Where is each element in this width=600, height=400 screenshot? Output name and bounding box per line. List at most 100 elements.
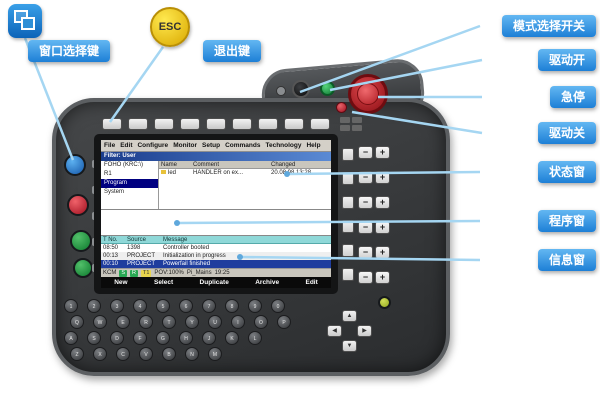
col-changed[interactable]: Changed xyxy=(271,162,296,168)
keyboard-key-y[interactable]: Y xyxy=(185,315,199,329)
jog-plus-key-5[interactable]: + xyxy=(375,246,390,259)
mode-selector-switch[interactable] xyxy=(292,80,310,98)
keyboard-key-s[interactable]: S xyxy=(87,331,101,345)
jog-minus-key-2[interactable]: − xyxy=(358,171,373,184)
message-row-selected[interactable]: 00:10 PROJECT Powerfail finished xyxy=(101,260,331,268)
jog-plus-key-2[interactable]: + xyxy=(375,171,390,184)
jog-minus-key-4[interactable]: − xyxy=(358,221,373,234)
start-key[interactable] xyxy=(70,230,92,252)
keyboard-key-1[interactable]: 1 xyxy=(64,299,78,313)
jog-minus-key-1[interactable]: − xyxy=(358,146,373,159)
keyboard-key-8[interactable]: 8 xyxy=(225,299,239,313)
aux-key-1[interactable] xyxy=(340,117,350,123)
keyboard-key-6[interactable]: 6 xyxy=(179,299,193,313)
arrow-down-key[interactable]: ▼ xyxy=(342,340,357,352)
menu-file[interactable]: File xyxy=(104,142,116,149)
menu-key-7[interactable] xyxy=(258,118,278,130)
start-backward-key[interactable] xyxy=(73,258,93,278)
aux-key-2[interactable] xyxy=(352,117,362,123)
softkey-edit[interactable]: Edit xyxy=(305,279,318,286)
keyboard-key-3[interactable]: 3 xyxy=(110,299,124,313)
col-comment[interactable]: Comment xyxy=(193,162,220,168)
keyboard-key-e[interactable]: E xyxy=(116,315,130,329)
keyboard-key-2[interactable]: 2 xyxy=(87,299,101,313)
space-mouse-button[interactable] xyxy=(378,296,391,309)
jog-minus-key-3[interactable]: − xyxy=(358,196,373,209)
menu-configure[interactable]: Configure xyxy=(137,142,169,149)
keyboard-key-w[interactable]: W xyxy=(93,315,107,329)
keyboard-key-h[interactable]: H xyxy=(179,331,193,345)
menu-commands[interactable]: Commands xyxy=(225,142,261,149)
tree-item-r1[interactable]: R1 xyxy=(104,171,112,177)
keyboard-key-a[interactable]: A xyxy=(64,331,78,345)
keyboard-key-p[interactable]: P xyxy=(277,315,291,329)
keyboard-key-f[interactable]: F xyxy=(133,331,147,345)
keyboard-key-b[interactable]: B xyxy=(162,347,176,361)
menu-technology[interactable]: Technology xyxy=(265,142,302,149)
softkey-archive[interactable]: Archive xyxy=(255,279,280,286)
keyboard-key-r[interactable]: R xyxy=(139,315,153,329)
menu-key-5[interactable] xyxy=(206,118,226,130)
keyboard-key-9[interactable]: 9 xyxy=(248,299,262,313)
file-row[interactable]: led HANDLER on ex... 20.08.98 13:28 xyxy=(159,169,331,177)
screen-softkey-right-6[interactable] xyxy=(342,268,354,281)
keyboard-key-z[interactable]: Z xyxy=(70,347,84,361)
aux-key-3[interactable] xyxy=(340,125,350,131)
arrow-right-key[interactable]: ▶ xyxy=(357,325,372,337)
col-name[interactable]: Name xyxy=(161,162,178,168)
keyboard-key-v[interactable]: V xyxy=(139,347,153,361)
screen-softkey-right-2[interactable] xyxy=(342,172,354,185)
message-row[interactable]: 00:13 PROJECT Initialization in progress xyxy=(101,252,331,260)
message-row[interactable]: 08:50 1398 Controller booted xyxy=(101,244,331,252)
menu-help[interactable]: Help xyxy=(306,142,321,149)
keyboard-key-4[interactable]: 4 xyxy=(133,299,147,313)
stop-key[interactable] xyxy=(67,194,89,216)
keyboard-key-q[interactable]: Q xyxy=(70,315,84,329)
jog-plus-key-6[interactable]: + xyxy=(375,271,390,284)
menu-setup[interactable]: Setup xyxy=(202,142,221,149)
menu-key-1[interactable] xyxy=(102,118,122,130)
menu-edit[interactable]: Edit xyxy=(120,142,133,149)
softkey-select[interactable]: Select xyxy=(153,279,174,286)
keyboard-key-7[interactable]: 7 xyxy=(202,299,216,313)
keyboard-key-0[interactable]: 0 xyxy=(271,299,285,313)
jog-minus-key-6[interactable]: − xyxy=(358,271,373,284)
softkey-new[interactable]: New xyxy=(114,279,128,286)
drive-off-button[interactable] xyxy=(336,102,347,113)
jog-plus-key-1[interactable]: + xyxy=(375,146,390,159)
aux-key-4[interactable] xyxy=(352,125,362,131)
menu-key-2[interactable] xyxy=(128,118,148,130)
arrow-left-key[interactable]: ◀ xyxy=(327,325,342,337)
menu-monitor[interactable]: Monitor xyxy=(173,142,198,149)
tree-item-program[interactable]: Program xyxy=(101,179,158,188)
menu-key-8[interactable] xyxy=(284,118,304,130)
keyboard-key-g[interactable]: G xyxy=(156,331,170,345)
drive-on-button[interactable] xyxy=(320,81,335,96)
keyboard-key-j[interactable]: J xyxy=(202,331,216,345)
keyboard-key-5[interactable]: 5 xyxy=(156,299,170,313)
softkey-duplicate[interactable]: Duplicate xyxy=(199,279,229,286)
keyboard-key-o[interactable]: O xyxy=(254,315,268,329)
keyboard-key-m[interactable]: M xyxy=(208,347,222,361)
menu-key-3[interactable] xyxy=(154,118,174,130)
keyboard-key-k[interactable]: K xyxy=(225,331,239,345)
menu-key-4[interactable] xyxy=(180,118,200,130)
keyboard-key-d[interactable]: D xyxy=(110,331,124,345)
keyboard-key-t[interactable]: T xyxy=(162,315,176,329)
screen-softkey-right-3[interactable] xyxy=(342,196,354,209)
tree-item-root[interactable]: FOHO (KRC:\) xyxy=(104,162,143,168)
window-select-key[interactable] xyxy=(64,154,86,176)
keyboard-key-u[interactable]: U xyxy=(208,315,222,329)
jog-minus-key-5[interactable]: − xyxy=(358,246,373,259)
keyboard-key-c[interactable]: C xyxy=(116,347,130,361)
arrow-up-key[interactable]: ▲ xyxy=(342,310,357,322)
emergency-stop-mushroom[interactable] xyxy=(357,83,379,105)
screen-softkey-right-1[interactable] xyxy=(342,148,354,161)
jog-plus-key-3[interactable]: + xyxy=(375,196,390,209)
keyswitch[interactable] xyxy=(276,86,286,96)
screen-softkey-right-5[interactable] xyxy=(342,244,354,257)
keyboard-key-i[interactable]: I xyxy=(231,315,245,329)
keyboard-key-l[interactable]: L xyxy=(248,331,262,345)
menu-key-6[interactable] xyxy=(232,118,252,130)
screen-softkey-right-4[interactable] xyxy=(342,220,354,233)
